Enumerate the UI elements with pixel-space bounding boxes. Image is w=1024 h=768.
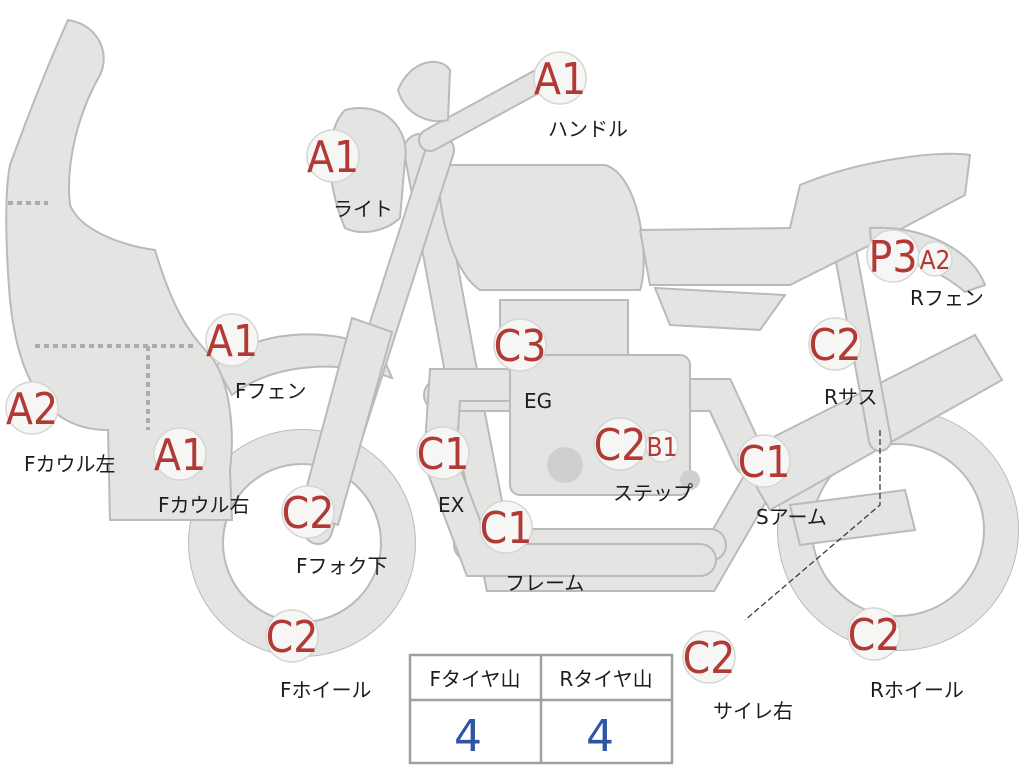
badge-front-cowl-right[interactable]: A1 Fカウル右 [153,427,250,517]
engine-shape [499,299,700,496]
damage-labels: A1 ハンドル A1 ライト A1 Fフェン A2 Fカウル左 A1 Fカウル右… [5,51,984,723]
grade-step: C2 [594,420,647,471]
badge-engine[interactable]: C3 EG [493,318,553,413]
label-front-wheel: Fホイール [280,678,372,702]
grade-front-cowl-right: A1 [154,430,206,481]
label-exhaust: EX [438,493,465,517]
badge-swing-arm[interactable]: C1 Sアーム [737,434,827,529]
label-handle: ハンドル [548,117,628,141]
badge-frame[interactable]: C1 フレーム [479,500,585,595]
label-rear-wheel: Rホイール [870,678,964,702]
label-front-fender: Fフェン [235,379,307,403]
grade-light: A1 [307,132,359,183]
grade-step-secondary: B1 [647,433,678,463]
badge-light[interactable]: A1 ライト [306,129,393,221]
front-tire-header: Fタイヤ山 [430,667,521,691]
badge-rear-suspension[interactable]: C2 Rサス [808,317,878,409]
handlebar-shape [396,60,552,152]
label-silencer-right: サイレ右 [713,699,793,723]
grade-engine: C3 [494,321,547,372]
grade-silencer-right: C2 [683,633,736,684]
front-tire-value: 4 [454,711,482,762]
silencer-leader-line [744,430,881,621]
label-frame: フレーム [505,571,584,595]
grade-exhaust: C1 [417,429,470,480]
badge-front-cowl-left[interactable]: A2 Fカウル左 [5,381,116,476]
badge-front-fork[interactable]: C2 Fフォク下 [281,485,388,578]
grade-swing-arm: C1 [738,437,791,488]
grade-front-fender: A1 [206,316,258,367]
badge-rear-fender[interactable]: P3 A2 Rフェン [866,229,984,310]
fork-lower-shape [298,316,394,527]
badge-rear-wheel[interactable]: C2 Rホイール [847,607,964,702]
grade-front-wheel: C2 [266,612,319,663]
badge-exhaust[interactable]: C1 EX [416,426,470,517]
front-cowl-shape [5,18,234,521]
fuel-tank-shape [438,164,645,291]
badge-front-wheel[interactable]: C2 Fホイール [265,609,372,702]
grade-rear-wheel: C2 [848,610,901,661]
label-rear-fender: Rフェン [910,286,984,310]
label-front-cowl-right: Fカウル右 [158,493,250,517]
tire-tread-table: Fタイヤ山 Rタイヤ山 4 4 [408,653,674,765]
label-engine: EG [524,389,552,413]
muffler-shape [788,488,917,547]
badge-front-fender[interactable]: A1 Fフェン [205,313,307,403]
rear-shock-shape [833,238,892,452]
seat-shape [638,152,972,286]
rear-tire-value: 4 [586,711,614,762]
grade-rear-suspension: C2 [809,320,862,371]
grade-handle: A1 [534,54,586,105]
grade-rear-fender: P3 [868,232,917,283]
label-front-fork: Fフォク下 [296,554,388,578]
grade-front-fork: C2 [282,488,335,539]
rear-tire-header: Rタイヤ山 [559,667,652,691]
side-cover-shape [653,286,787,332]
grade-front-cowl-left: A2 [6,384,58,435]
badge-step[interactable]: C2 B1 ステップ [593,417,693,505]
label-step: ステップ [613,481,693,505]
label-rear-suspension: Rサス [824,385,878,409]
label-front-cowl-left: Fカウル左 [24,452,116,476]
badge-handle[interactable]: A1 ハンドル [533,51,628,141]
label-light: ライト [333,197,393,221]
label-swing-arm: Sアーム [756,505,827,529]
grade-frame: C1 [480,503,533,554]
motorcycle-silhouette [5,18,1019,657]
grade-rear-fender-secondary: A2 [920,246,951,276]
badge-silencer-right[interactable]: C2 サイレ右 [682,630,793,723]
